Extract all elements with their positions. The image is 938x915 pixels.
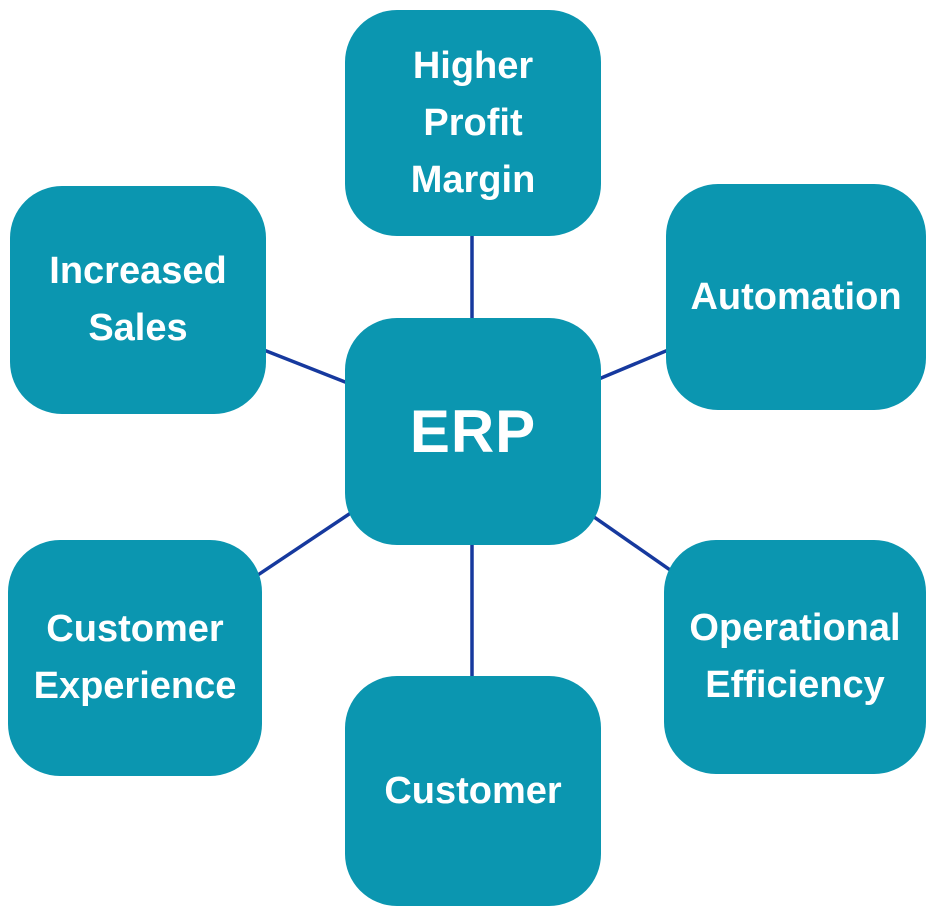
- node-customer-label: Customer: [384, 769, 562, 812]
- node-customer-experience-label: Customer Experience: [33, 608, 237, 707]
- node-operational-efficiency: Operational Efficiency: [664, 540, 926, 774]
- node-automation: Automation: [666, 184, 926, 410]
- node-higher-profit-margin: Higher Profit Margin: [345, 10, 601, 236]
- node-erp: ERP: [345, 318, 601, 545]
- node-customer: Customer: [345, 676, 601, 906]
- node-automation-label: Automation: [690, 275, 902, 318]
- node-customer-experience: Customer Experience: [8, 540, 262, 776]
- node-erp-label: ERP: [409, 397, 537, 465]
- node-operational-efficiency-label: Operational Efficiency: [689, 607, 901, 706]
- node-increased-sales: Increased Sales: [10, 186, 266, 414]
- node-increased-sales-label: Increased Sales: [49, 250, 227, 349]
- node-higher-profit-margin-label: Higher Profit Margin: [410, 44, 536, 201]
